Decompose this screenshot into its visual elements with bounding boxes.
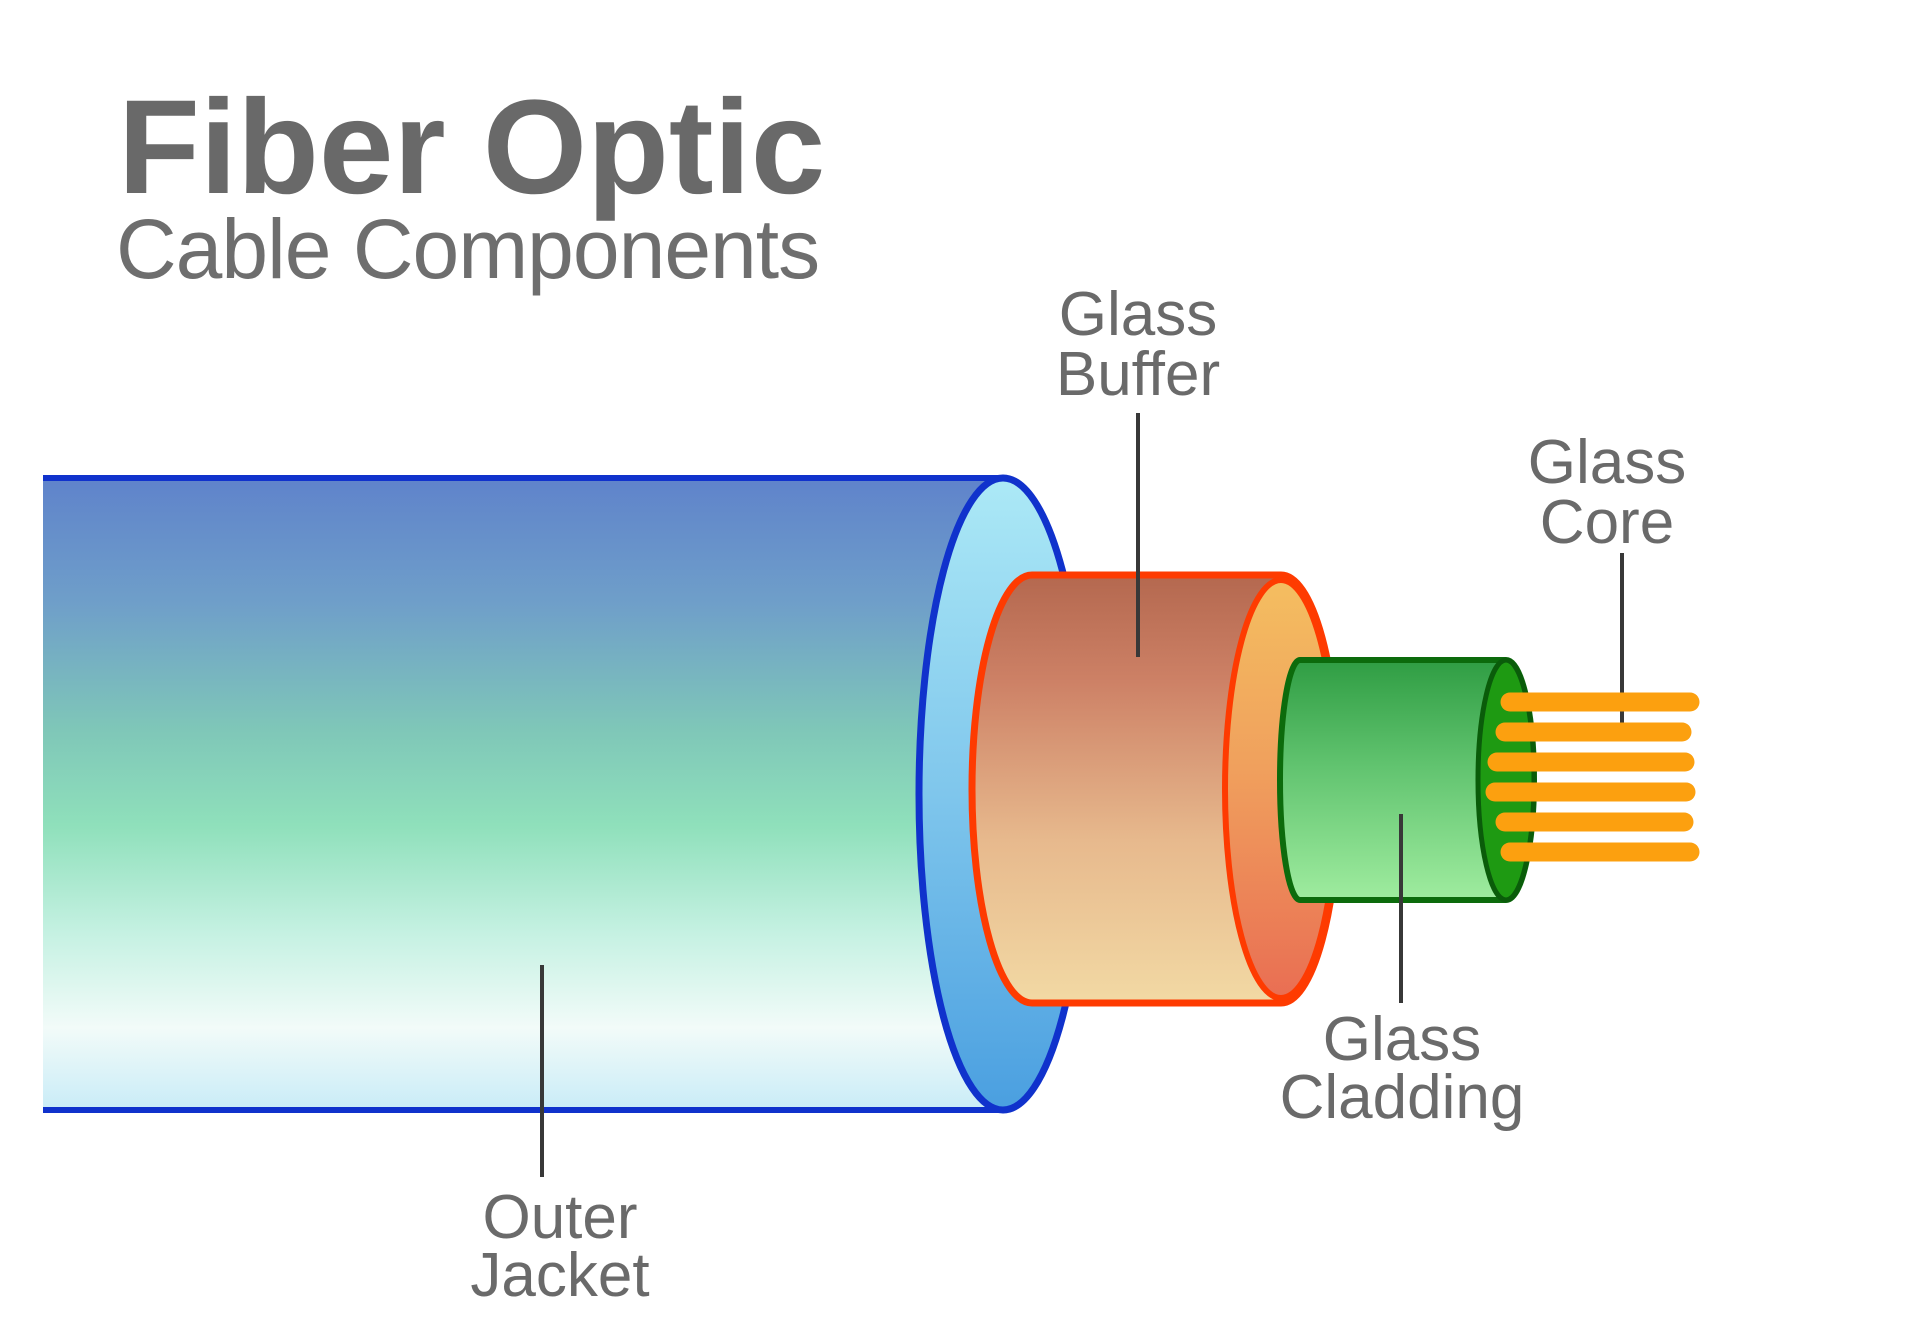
outer-jacket-body [43, 478, 1003, 1110]
glass-core-label-line1: Glass [1528, 428, 1686, 497]
page-title: Fiber Optic [118, 73, 825, 222]
glass-cladding-label: Glass Cladding [1280, 1005, 1525, 1132]
glass-core-label: Glass Core [1528, 428, 1686, 557]
outer-jacket-label: Outer Jacket [470, 1183, 649, 1310]
outer-jacket-label-line1: Outer [482, 1183, 637, 1252]
page-subtitle: Cable Components [116, 202, 819, 296]
glass-cladding-label-line1: Glass [1323, 1005, 1481, 1074]
glass-cladding-face [1475, 657, 1537, 903]
glass-core-label-line2: Core [1540, 488, 1674, 557]
glass-buffer-label-line1: Glass [1059, 280, 1217, 349]
glass-cladding-label-line2: Cladding [1280, 1063, 1525, 1132]
glass-buffer-label-line2: Buffer [1056, 340, 1220, 409]
glass-core-fibers [1485, 692, 1700, 862]
outer-jacket-label-line2: Jacket [470, 1241, 649, 1310]
glass-buffer-label: Glass Buffer [1056, 280, 1220, 409]
